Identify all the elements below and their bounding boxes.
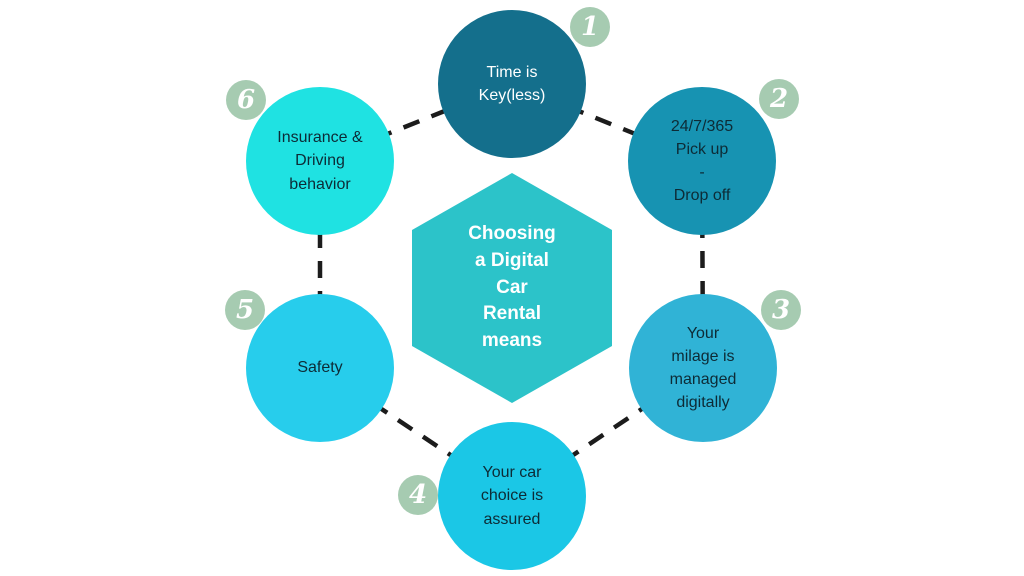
node-label: Time is Key(less) (478, 63, 546, 104)
step-badge-3: 3 (761, 290, 801, 330)
step-badge-4: 4 (398, 475, 438, 515)
node-label: Your milage is managed digitally (669, 324, 737, 412)
step-badge-6: 6 (226, 80, 266, 120)
node-safety: Safety (246, 294, 394, 442)
step-badge-5: 5 (225, 290, 265, 330)
step-badge-2: 2 (759, 79, 799, 119)
node-label: Safety (297, 359, 343, 377)
node-car-choice: Your car choice is assured (438, 422, 586, 570)
node-time-is-keyless: Time is Key(less) (438, 10, 586, 158)
hexagon-shape (412, 173, 612, 403)
node-label: Insurance & Driving behavior (277, 129, 363, 193)
node-insurance-driving: Insurance & Driving behavior (246, 87, 394, 235)
node-pickup-dropoff: 24/7/365 Pick up - Drop off (628, 87, 776, 235)
node-label: Your car choice is assured (480, 464, 544, 528)
step-badge-1: 1 (570, 7, 610, 47)
node-milage-managed: Your milage is managed digitally (629, 294, 777, 442)
node-label: 24/7/365 Pick up - Drop off (670, 117, 734, 205)
center-title: Choosing a Digital Car Rental means (468, 222, 556, 352)
